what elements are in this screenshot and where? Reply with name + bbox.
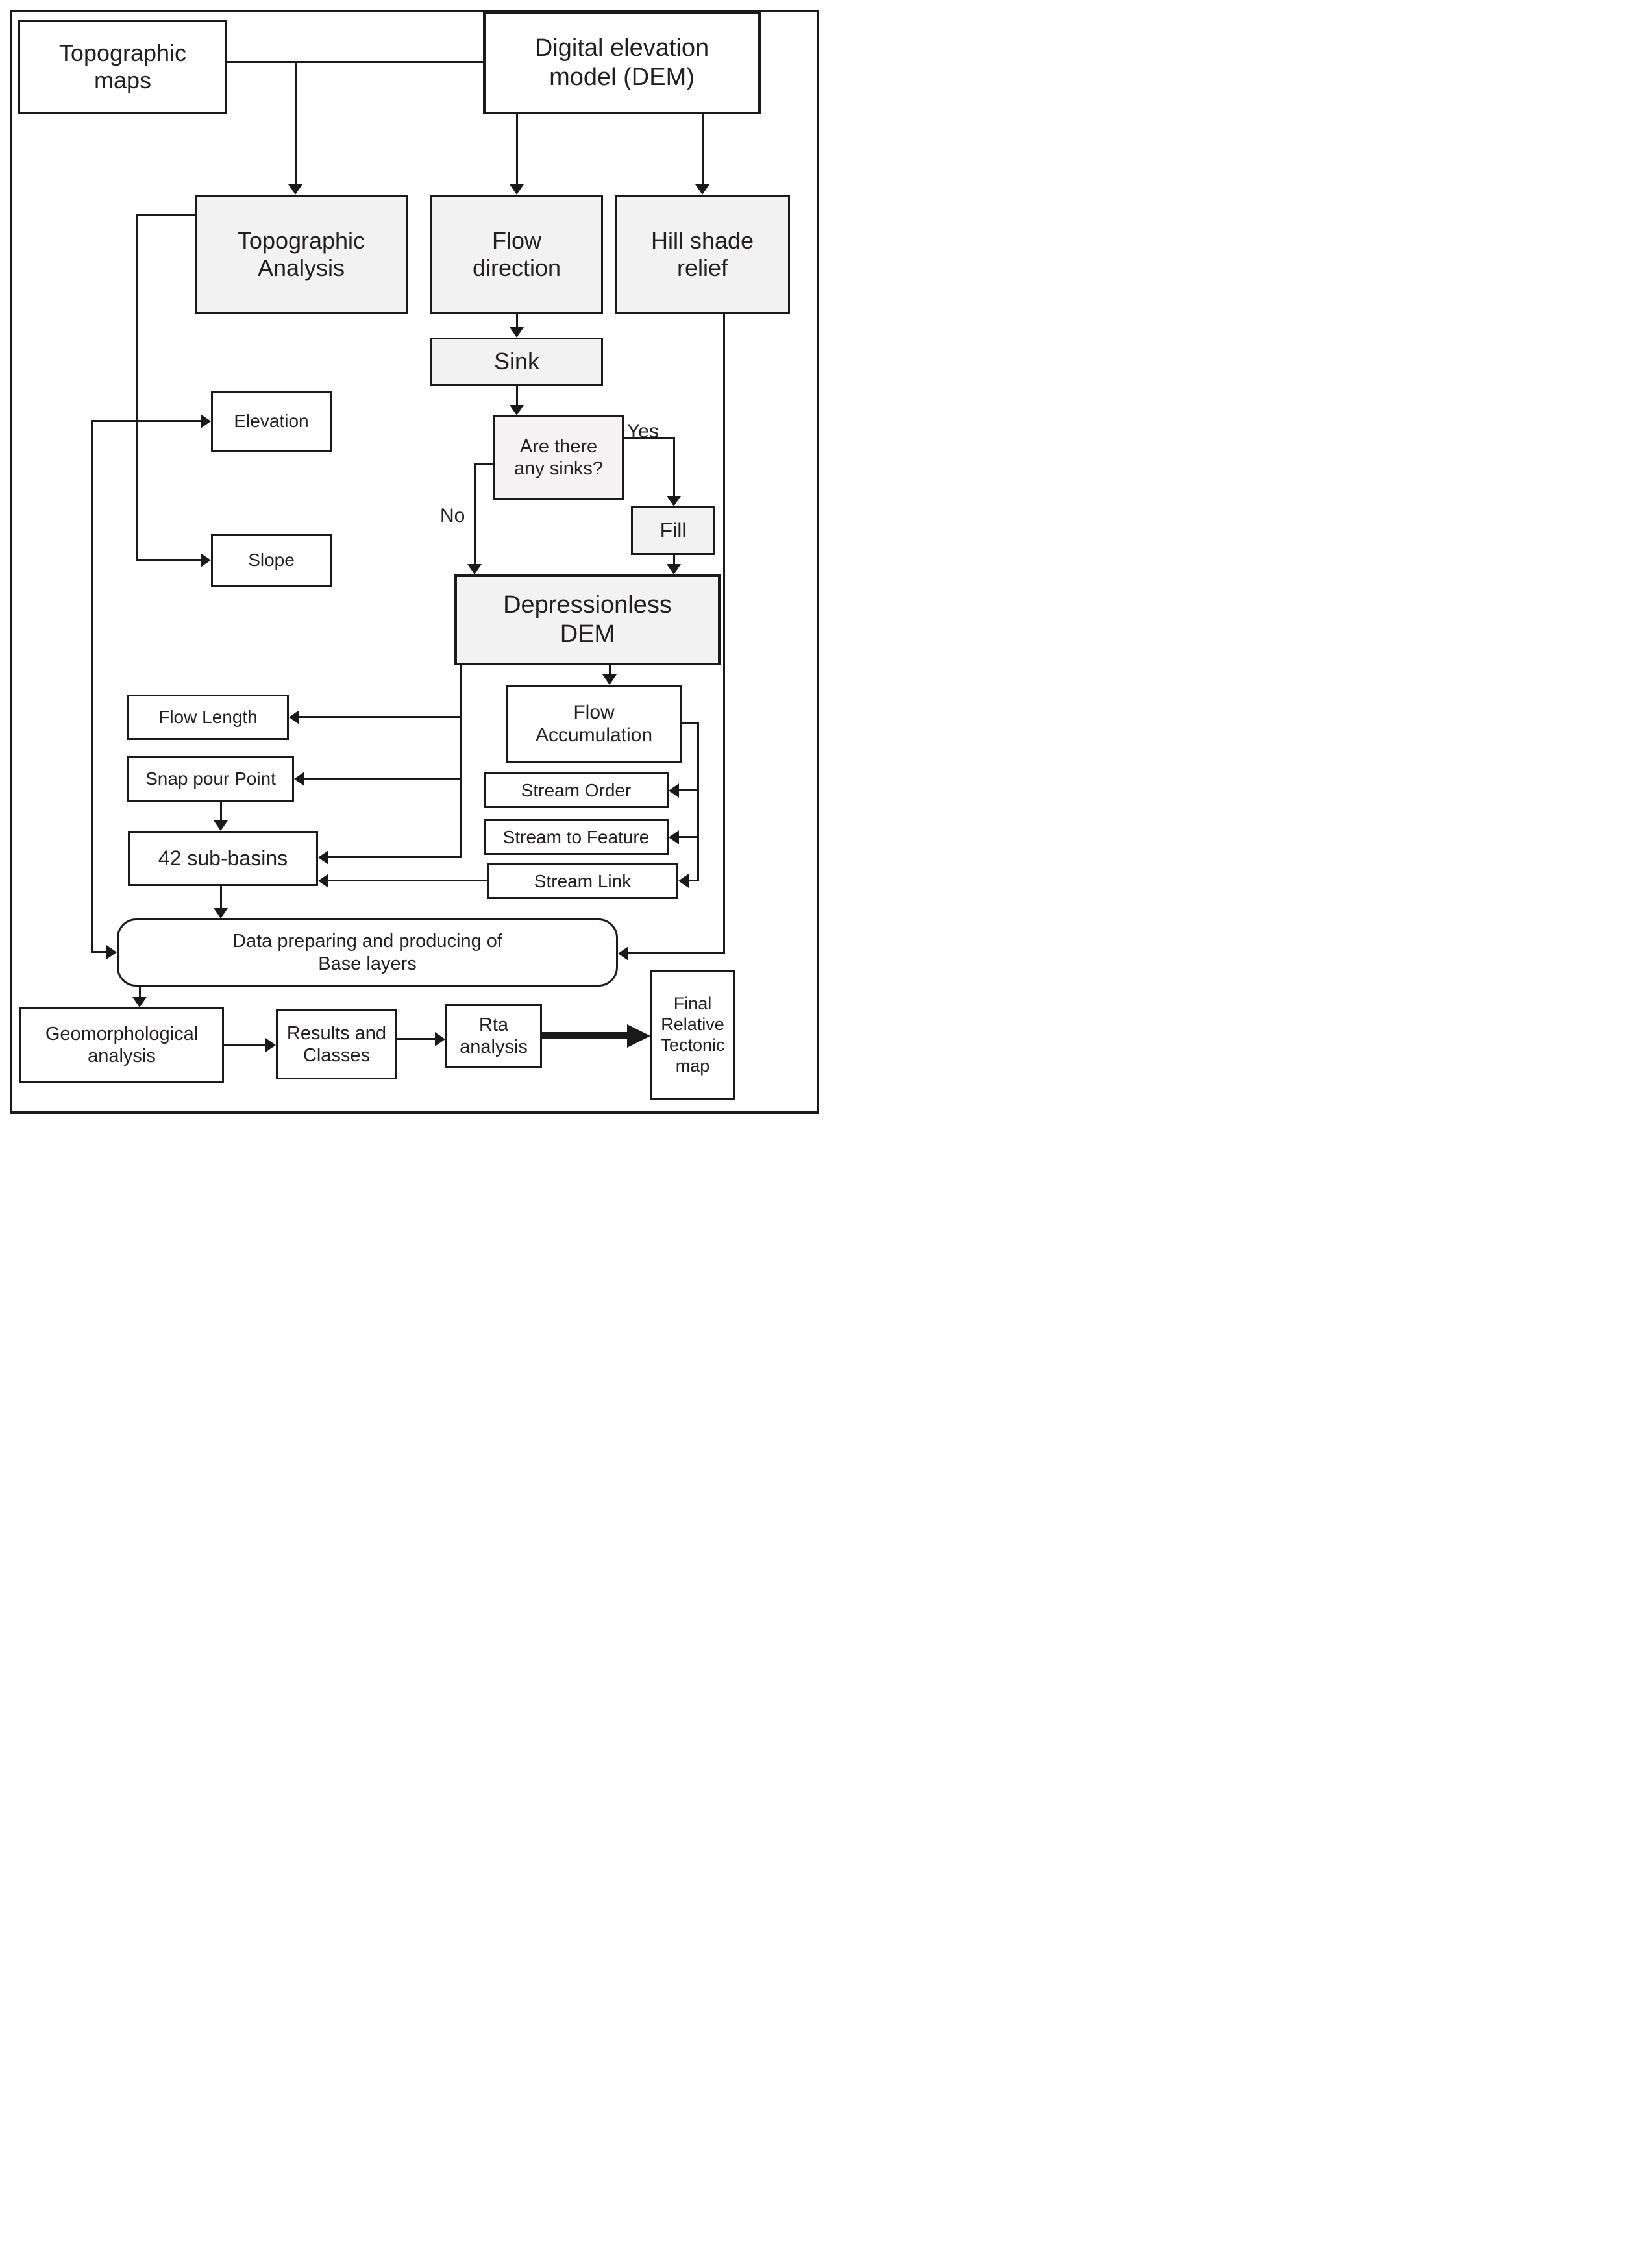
edge-left-to-data-arrowhead bbox=[106, 945, 117, 959]
node-hill-shade-relief: Hill shade relief bbox=[615, 195, 790, 314]
edge-sub-basins-to-data-line bbox=[220, 886, 222, 911]
edge-analysis-left-horizontal bbox=[136, 214, 195, 216]
node-results-and-classes: Results and Classes bbox=[276, 1009, 397, 1079]
node-elevation: Elevation bbox=[211, 391, 332, 452]
node-stream-link: Stream Link bbox=[487, 863, 678, 899]
edge-accumulation-spine-vertical bbox=[697, 722, 699, 881]
node-flow-accumulation: Flow Accumulation bbox=[506, 685, 682, 763]
edge-spine-to-stream-link-line bbox=[687, 880, 699, 881]
node-topographic-analysis: Topographic Analysis bbox=[195, 195, 408, 314]
edge-flow-direction-to-sink-line bbox=[516, 314, 518, 329]
edge-dem-to-flow-direction-arrowhead bbox=[510, 184, 524, 195]
node-flow-length: Flow Length bbox=[127, 695, 289, 740]
edge-fill-to-depressionless-line bbox=[673, 555, 675, 566]
edge-spine-to-stream-link-arrowhead bbox=[678, 874, 689, 888]
edge-spine-to-sub-basins-arrowhead bbox=[318, 850, 328, 865]
node-fill: Fill bbox=[631, 506, 715, 555]
edge-spine-to-snap-pour-line bbox=[302, 778, 462, 780]
edge-depressionless-to-accumulation-line bbox=[609, 665, 611, 676]
edge-spine-to-snap-pour-arrowhead bbox=[294, 772, 304, 786]
edge-data-to-geomorph-arrowhead bbox=[132, 997, 147, 1007]
node-are-there-any-sinks: Are there any sinks? bbox=[493, 415, 624, 500]
edge-hill-shade-to-data-arrowhead bbox=[618, 946, 628, 961]
edge-flow-direction-to-sink-arrowhead bbox=[510, 327, 524, 338]
edge-spine-to-flow-length-arrowhead bbox=[289, 710, 299, 724]
node-rta-analysis: Rta analysis bbox=[445, 1004, 542, 1068]
edge-results-to-rta-arrowhead bbox=[435, 1032, 445, 1046]
edge-to-elevation-line bbox=[91, 420, 203, 422]
edge-rta-to-final-arrowhead bbox=[627, 1024, 650, 1048]
edge-snap-pour-to-sub-basins-line bbox=[220, 802, 222, 822]
edge-left-to-data-line bbox=[91, 951, 108, 953]
edge-to-topographic-analysis-line bbox=[295, 61, 297, 186]
edge-snap-pour-to-sub-basins-arrowhead bbox=[214, 820, 228, 831]
edge-depressionless-left-spine bbox=[460, 665, 462, 858]
edge-sink-to-question-arrowhead bbox=[510, 405, 524, 415]
edge-yes-horizontal bbox=[624, 437, 675, 439]
node-data-preparing-base-layers: Data preparing and producing of Base lay… bbox=[117, 918, 618, 987]
edge-no-to-depressionless-arrowhead bbox=[467, 564, 482, 574]
node-stream-order: Stream Order bbox=[484, 772, 669, 808]
edge-no-horizontal bbox=[474, 463, 493, 465]
flowchart-figure: Topographic maps Digital elevation model… bbox=[0, 0, 826, 1121]
edge-to-elevation-arrowhead bbox=[201, 414, 211, 428]
edge-yes-to-fill-arrowhead bbox=[667, 496, 681, 506]
edge-rta-to-final-line bbox=[542, 1032, 628, 1039]
edge-dem-to-hill-shade-arrowhead bbox=[695, 184, 709, 195]
node-digital-elevation-model: Digital elevation model (DEM) bbox=[483, 12, 761, 114]
edge-analysis-left-vertical bbox=[136, 214, 138, 560]
edge-fill-to-depressionless-arrowhead bbox=[667, 564, 681, 574]
edge-dem-to-flow-direction-line bbox=[516, 114, 518, 186]
edge-to-slope-line bbox=[136, 559, 203, 561]
node-topographic-maps: Topographic maps bbox=[18, 20, 227, 114]
edge-spine-to-sub-basins-line bbox=[327, 856, 462, 858]
edge-geomorph-to-results-arrowhead bbox=[265, 1038, 276, 1052]
edge-data-to-geomorph-line bbox=[139, 987, 141, 999]
node-stream-to-feature: Stream to Feature bbox=[484, 819, 669, 855]
edge-sub-basins-to-data-arrowhead bbox=[214, 908, 228, 918]
edge-stream-link-to-sub-basins-line bbox=[327, 880, 487, 881]
edge-spine-to-stream-feature-arrowhead bbox=[669, 830, 679, 844]
edge-depressionless-to-accumulation-arrowhead bbox=[602, 674, 617, 685]
edge-yes-vertical bbox=[673, 437, 675, 497]
node-42-sub-basins: 42 sub-basins bbox=[128, 831, 318, 886]
edge-to-topographic-analysis-arrowhead bbox=[288, 184, 302, 195]
edge-spine-to-stream-order-line bbox=[677, 789, 698, 791]
node-sink: Sink bbox=[430, 338, 603, 386]
edge-stream-link-to-sub-basins-arrowhead bbox=[318, 874, 328, 888]
node-depressionless-dem: Depressionless DEM bbox=[454, 574, 721, 665]
edge-accumulation-spine-horizontal bbox=[682, 722, 699, 724]
edge-hill-shade-long-vertical bbox=[723, 314, 725, 954]
edge-spine-to-flow-length-line bbox=[297, 716, 462, 718]
edge-no-vertical bbox=[474, 463, 476, 564]
edge-results-to-rta-line bbox=[397, 1038, 437, 1040]
edge-label-no: No bbox=[440, 505, 465, 526]
edge-spine-to-stream-feature-line bbox=[677, 836, 698, 838]
edge-to-slope-arrowhead bbox=[201, 553, 211, 567]
node-snap-pour-point: Snap pour Point bbox=[127, 756, 294, 802]
edge-sink-to-question-line bbox=[516, 386, 518, 407]
edge-left-long-vertical bbox=[91, 420, 93, 952]
node-final-relative-tectonic-map: Final Relative Tectonic map bbox=[650, 970, 735, 1100]
edge-maps-dem-line bbox=[227, 61, 483, 63]
edge-dem-to-hill-shade-line bbox=[702, 114, 704, 186]
edge-hill-shade-to-data-line bbox=[626, 952, 725, 954]
node-geomorphological-analysis: Geomorphological analysis bbox=[19, 1007, 224, 1083]
node-flow-direction: Flow direction bbox=[430, 195, 603, 314]
edge-spine-to-stream-order-arrowhead bbox=[669, 783, 679, 798]
edge-geomorph-to-results-line bbox=[224, 1044, 267, 1046]
node-slope: Slope bbox=[211, 534, 332, 587]
